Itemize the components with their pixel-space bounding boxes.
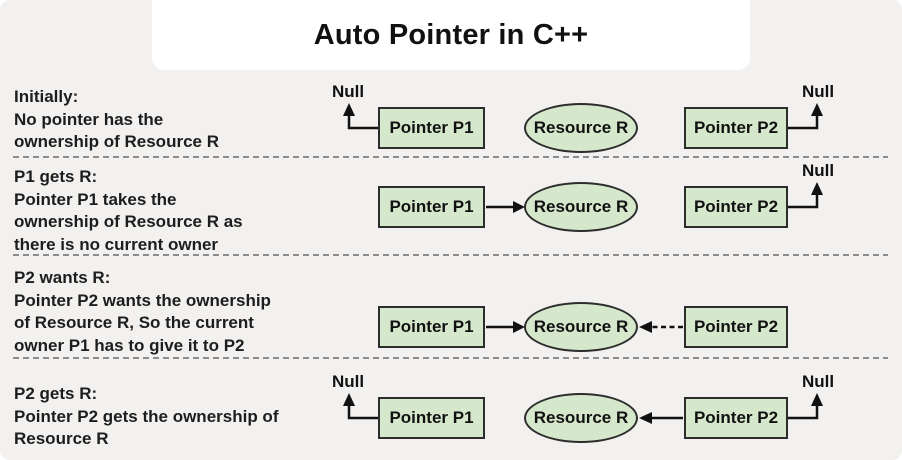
- row4-pointer-p1-box: Pointer P1: [378, 397, 485, 439]
- step-2-line-1: P1 gets R:: [14, 167, 98, 186]
- separator-3: [13, 357, 888, 359]
- step-1-line-1: Initially:: [14, 87, 79, 106]
- step-1-line-3: ownership of Resource R: [14, 132, 219, 151]
- step-4-line-1: P2 gets R:: [14, 384, 98, 403]
- step-3-line-1: P2 wants R:: [14, 268, 111, 287]
- row1-null-left-label: Null: [331, 82, 365, 101]
- step-3-description: P2 wants R: Pointer P2 wants the ownersh…: [14, 267, 271, 357]
- step-4-line-2: Pointer P2 gets the ownership of: [14, 406, 279, 426]
- row4-pointer-p2-box: Pointer P2: [684, 397, 788, 439]
- step-3-line-4: owner P1 has to give it to P2: [14, 335, 245, 355]
- row4-p1-null-arrow: [343, 393, 378, 420]
- row3-p1-resource-arrow: [486, 321, 525, 333]
- step-2-line-4: there is no current owner: [14, 234, 219, 254]
- row1-resource-ellipse: Resource R: [524, 103, 638, 153]
- row2-resource-ellipse: Resource R: [524, 182, 638, 232]
- row1-p1-null-arrow: [343, 103, 378, 130]
- row2-pointer-p2-box: Pointer P2: [684, 186, 788, 228]
- page-title: Auto Pointer in C++: [313, 18, 589, 51]
- row4-null-right-label: Null: [801, 372, 835, 391]
- row2-p2-null-arrow: [788, 182, 823, 209]
- step-2-description: P1 gets R: Pointer P1 takes the ownershi…: [14, 166, 243, 256]
- title-card: Auto Pointer in C++: [152, 0, 750, 70]
- row1-p2-null-arrow: [788, 103, 823, 130]
- row2-null-right-label: Null: [801, 161, 835, 180]
- step-1-description: Initially: No pointer has the ownership …: [14, 86, 219, 154]
- row1-null-right-label: Null: [801, 82, 835, 101]
- step-2-line-2: Pointer P1 takes the: [14, 189, 177, 209]
- row1-pointer-p2-box: Pointer P2: [684, 107, 788, 149]
- row1-pointer-p1-box: Pointer P1: [378, 107, 485, 149]
- row4-p2-null-arrow: [788, 393, 823, 420]
- row3-p2-resource-dashed-arrow: [639, 321, 683, 333]
- row3-resource-ellipse: Resource R: [524, 302, 638, 352]
- step-4-description: P2 gets R: Pointer P2 gets the ownership…: [14, 383, 278, 451]
- row2-pointer-p1-box: Pointer P1: [378, 186, 485, 228]
- separator-2: [13, 254, 888, 256]
- step-2-line-3: ownership of Resource R as: [14, 212, 243, 231]
- row2-p1-resource-arrow: [486, 201, 525, 213]
- step-1-line-2: No pointer has the: [14, 109, 164, 129]
- step-4-line-3: Resource R: [14, 429, 109, 448]
- row3-pointer-p2-box: Pointer P2: [684, 306, 788, 348]
- row4-p2-resource-arrow: [639, 412, 683, 424]
- step-3-line-3: of Resource R, So the current: [14, 313, 254, 332]
- row3-pointer-p1-box: Pointer P1: [378, 306, 485, 348]
- row4-null-left-label: Null: [331, 372, 365, 391]
- row4-resource-ellipse: Resource R: [524, 393, 638, 443]
- step-3-line-2: Pointer P2 wants the ownership: [14, 290, 271, 310]
- separator-1: [13, 156, 888, 158]
